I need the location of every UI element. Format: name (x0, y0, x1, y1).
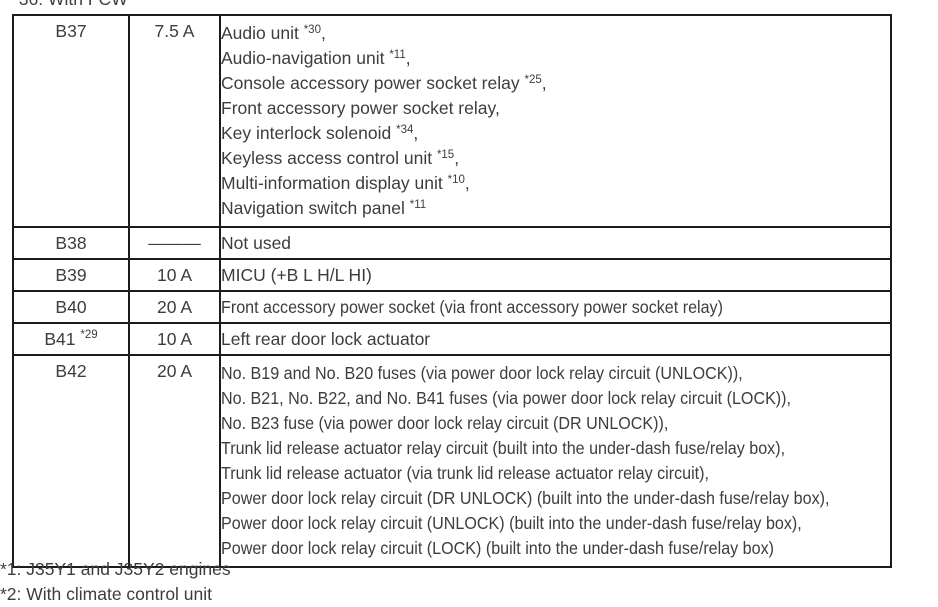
circuit-line-text: No. B23 fuse (via power door lock relay … (221, 413, 669, 433)
circuit-line: MICU (+B L H/L HI) (221, 263, 890, 288)
amperage-cell: 7.5 A (128, 14, 221, 228)
circuit-line: Not used (221, 231, 890, 256)
footnote-superscript: *29 (80, 329, 98, 341)
footnote-superscript: *30 (303, 23, 321, 36)
circuit-line: Multi-information display unit *10, (221, 171, 890, 196)
circuit-line: Power door lock relay circuit (DR UNLOCK… (221, 486, 890, 511)
fuse-number-cell: B37 (12, 14, 130, 228)
circuit-line-text: Front accessory power socket (via front … (221, 296, 723, 317)
footnote-superscript: *25 (524, 73, 542, 86)
circuit-line: Navigation switch panel *11 (221, 196, 890, 221)
footnote-superscript: *11 (389, 48, 406, 61)
circuit-line-text: Left rear door lock actuator (221, 328, 431, 349)
footnote-superscript: *15 (436, 148, 455, 161)
footnote-superscript: *34 (396, 123, 414, 136)
footnote-superscript: *10 (447, 173, 465, 186)
circuit-line: Power door lock relay circuit (LOCK) (bu… (221, 536, 890, 561)
amperage-cell: 20 A (128, 354, 221, 568)
circuit-line: No. B19 and No. B20 fuses (via power doo… (221, 361, 890, 386)
fuse-number-cell: B42 (12, 354, 130, 568)
fuse-number-cell: B38 (12, 226, 130, 260)
circuit-line-text: Key interlock solenoid *34, (221, 123, 419, 143)
circuit-line-text: Keyless access control unit *15, (221, 148, 460, 168)
amperage-cell: 10 A (128, 322, 221, 356)
circuit-line-text: Trunk lid release actuator (via trunk li… (221, 463, 709, 483)
circuits-protected-cell: Front accessory power socket (via front … (219, 290, 892, 324)
circuit-line-text: No. B21, No. B22, and No. B41 fuses (via… (221, 388, 792, 408)
fuse-number-cell: B39 (12, 258, 130, 292)
circuit-line: Audio unit *30, (221, 21, 890, 46)
amperage-cell: ——— (128, 226, 221, 260)
circuit-line: No. B21, No. B22, and No. B41 fuses (via… (221, 386, 890, 411)
fuse-number-cell: B40 (12, 290, 130, 324)
footnotes-block: *1: J35Y1 and J35Y2 engines *2: With clim… (0, 557, 231, 607)
circuit-line-text: No. B19 and No. B20 fuses (via power doo… (221, 363, 743, 383)
circuit-line-text: MICU (+B L H/L HI) (221, 264, 372, 285)
circuit-line: No. B23 fuse (via power door lock relay … (221, 411, 890, 436)
footnote-superscript: *11 (409, 198, 427, 211)
table-row: B38———Not used (12, 226, 892, 260)
circuit-line: Console accessory power socket relay *25… (221, 71, 890, 96)
footnote-line: *2: With climate control unit (0, 584, 213, 604)
amperage-cell: 10 A (128, 258, 221, 292)
circuit-line-text: Not used (221, 232, 292, 253)
amperage-cell: 20 A (128, 290, 221, 324)
circuits-protected-cell: Audio unit *30, Audio-navigation unit *11… (219, 14, 892, 228)
circuit-line-text: Navigation switch panel *11 (221, 198, 427, 218)
circuit-line: Key interlock solenoid *34, (221, 121, 890, 146)
circuits-protected-cell: Not used (219, 226, 892, 260)
circuits-protected-cell: MICU (+B L H/L HI) (219, 258, 892, 292)
circuit-line-text: Power door lock relay circuit (UNLOCK) (… (221, 513, 802, 533)
circuit-line-text: Audio-navigation unit *11, (221, 48, 411, 68)
circuits-protected-cell: No. B19 and No. B20 fuses (via power doo… (219, 354, 892, 568)
circuit-line: Power door lock relay circuit (UNLOCK) (… (221, 511, 890, 536)
clipped-previous-footnote: *36: With FCW (12, 0, 128, 9)
circuit-line: Keyless access control unit *15, (221, 146, 890, 171)
fuse-number-cell: B41 *29 (12, 322, 130, 356)
circuit-line: Trunk lid release actuator (via trunk li… (221, 461, 890, 486)
circuit-line: Front accessory power socket relay, (221, 96, 890, 121)
circuit-line: Audio-navigation unit *11, (221, 46, 890, 71)
footnote-line: *1: J35Y1 and J35Y2 engines (0, 559, 231, 579)
circuit-line: Trunk lid release actuator relay circuit… (221, 436, 890, 461)
circuit-line-text: Audio unit *30, (221, 23, 326, 43)
circuit-line: Front accessory power socket (via front … (221, 295, 890, 320)
circuit-line-text: Power door lock relay circuit (LOCK) (bu… (221, 538, 775, 558)
circuit-line-text: Trunk lid release actuator relay circuit… (221, 438, 786, 458)
circuit-line-text: Multi-information display unit *10, (221, 173, 470, 193)
circuits-protected-cell: Left rear door lock actuator (219, 322, 892, 356)
circuit-line-text: Console accessory power socket relay *25… (221, 73, 547, 93)
circuit-line-text: Power door lock relay circuit (DR UNLOCK… (221, 488, 830, 508)
circuit-line: Left rear door lock actuator (221, 327, 890, 352)
circuit-line-text: Front accessory power socket relay, (221, 98, 500, 118)
